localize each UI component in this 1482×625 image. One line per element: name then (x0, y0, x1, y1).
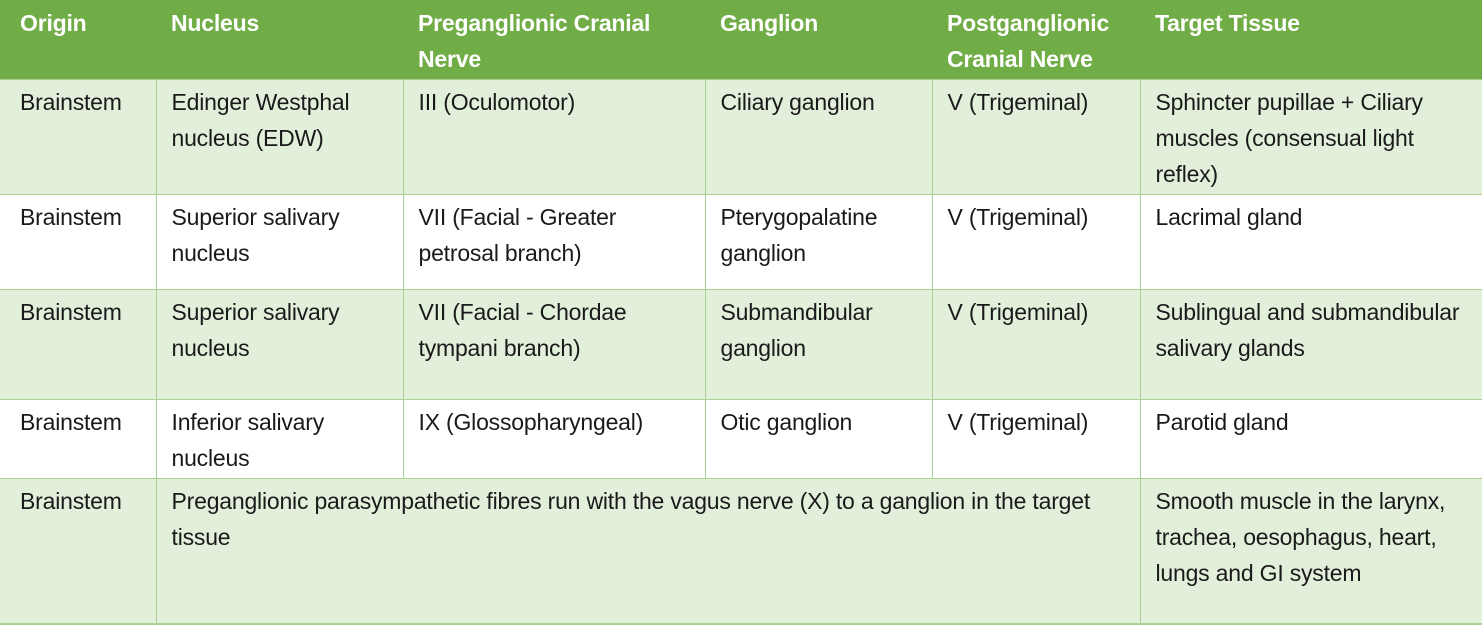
cell-origin: Brainstem (0, 478, 156, 625)
cell-target: Smooth muscle in the larynx, trachea, oe… (1139, 478, 1482, 625)
table-row: Brainstem Inferior salivary nucleus IX (… (0, 399, 1482, 479)
table-body: Brainstem Edinger Westphal nucleus (EDW)… (0, 79, 1482, 625)
cell-ganglion: Otic ganglion (704, 399, 932, 479)
table-row: Brainstem Superior salivary nucleus VII … (0, 194, 1482, 290)
cell-vagus-merged-note: Preganglionic parasympathetic fibres run… (155, 478, 1140, 625)
cell-target: Sublingual and submandibular salivary gl… (1139, 289, 1482, 400)
cell-origin: Brainstem (0, 194, 156, 290)
cell-nucleus: Inferior salivary nucleus (155, 399, 403, 479)
cell-postganglionic: V (Trigeminal) (931, 79, 1140, 195)
column-header-target-tissue: Target Tissue (1140, 0, 1482, 80)
cell-target: Sphincter pupillae + Ciliary muscles (co… (1139, 79, 1482, 195)
column-header-postganglionic-nerve: Postganglionic Cranial Nerve (932, 0, 1140, 80)
table-row: Brainstem Edinger Westphal nucleus (EDW)… (0, 79, 1482, 195)
cell-origin: Brainstem (0, 399, 156, 479)
cell-nucleus: Edinger Westphal nucleus (EDW) (155, 79, 403, 195)
table-row: Brainstem Preganglionic parasympathetic … (0, 478, 1482, 625)
table-row: Brainstem Superior salivary nucleus VII … (0, 289, 1482, 400)
cell-origin: Brainstem (0, 79, 156, 195)
cell-postganglionic: V (Trigeminal) (931, 194, 1140, 290)
cell-preganglionic: III (Oculomotor) (402, 79, 705, 195)
cell-ganglion: Ciliary ganglion (704, 79, 932, 195)
header-row: Origin Nucleus Preganglionic Cranial Ner… (0, 0, 1482, 80)
column-header-origin: Origin (0, 0, 156, 80)
cell-target: Lacrimal gland (1139, 194, 1482, 290)
cell-postganglionic: V (Trigeminal) (931, 399, 1140, 479)
table-header: Origin Nucleus Preganglionic Cranial Ner… (0, 0, 1482, 80)
column-header-preganglionic-nerve: Preganglionic Cranial Nerve (403, 0, 705, 80)
cell-preganglionic: VII (Facial - Chordae tympani branch) (402, 289, 705, 400)
column-header-nucleus: Nucleus (156, 0, 403, 80)
cell-target: Parotid gland (1139, 399, 1482, 479)
cell-origin: Brainstem (0, 289, 156, 400)
cell-ganglion: Submandibular ganglion (704, 289, 932, 400)
cell-postganglionic: V (Trigeminal) (931, 289, 1140, 400)
cell-ganglion: Pterygopalatine ganglion (704, 194, 932, 290)
cell-preganglionic: IX (Glossopharyngeal) (402, 399, 705, 479)
column-header-ganglion: Ganglion (705, 0, 932, 80)
cell-preganglionic: VII (Facial - Greater petrosal branch) (402, 194, 705, 290)
cell-nucleus: Superior salivary nucleus (155, 194, 403, 290)
cell-nucleus: Superior salivary nucleus (155, 289, 403, 400)
